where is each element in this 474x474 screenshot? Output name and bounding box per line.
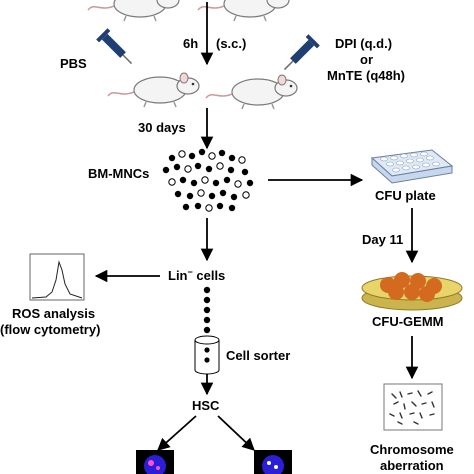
pbs-label: PBS — [60, 56, 87, 71]
dpi-label: DPI (q.d.) — [335, 36, 392, 51]
mouse-treated-icon — [205, 74, 298, 110]
bm-mncs-cell-cluster-icon — [162, 148, 254, 212]
syringe-left-icon — [95, 27, 138, 70]
cfu-gemm-dish-icon — [361, 272, 463, 311]
arrow-hsc-left — [157, 415, 197, 451]
aberration-label: aberration — [380, 458, 444, 473]
bm-mncs-label: BM-MNCs — [88, 166, 149, 181]
mouse-top-right-icon — [197, 0, 290, 22]
cell-sorter-icon — [194, 335, 220, 375]
nucleus-left-icon — [136, 450, 174, 474]
nucleus-right-icon — [254, 450, 292, 474]
mouse-pbs-icon — [107, 72, 200, 108]
flow-histogram-icon — [29, 253, 85, 301]
cell-sorter-label: Cell sorter — [226, 348, 290, 363]
flow-cytometry-label: (flow cytometry) — [0, 322, 100, 337]
day-label: Day 11 — [362, 232, 403, 247]
mouse-top-left-icon — [87, 0, 180, 22]
cfu-gemm-label: CFU-GEMM — [372, 314, 444, 329]
lin-cells-label: Lin− cells — [168, 267, 225, 283]
syringe-right-icon — [278, 33, 321, 76]
cfu-plate-icon — [370, 149, 454, 184]
mnte-label: MnTE (q48h) — [327, 68, 405, 83]
interval-label: 6h — [183, 36, 198, 51]
route-label: (s.c.) — [216, 36, 246, 51]
or-label: or — [360, 52, 373, 67]
lin-cells-dotted-line — [203, 286, 211, 334]
hsc-label: HSC — [192, 398, 220, 413]
ros-analysis-label: ROS analysis — [12, 306, 95, 321]
chromosome-label: Chromosome — [370, 442, 454, 457]
cfu-plate-label: CFU plate — [375, 188, 436, 203]
arrow-hsc-right — [217, 415, 255, 451]
chromosome-spread-icon — [383, 383, 443, 431]
duration-label: 30 days — [138, 120, 186, 135]
